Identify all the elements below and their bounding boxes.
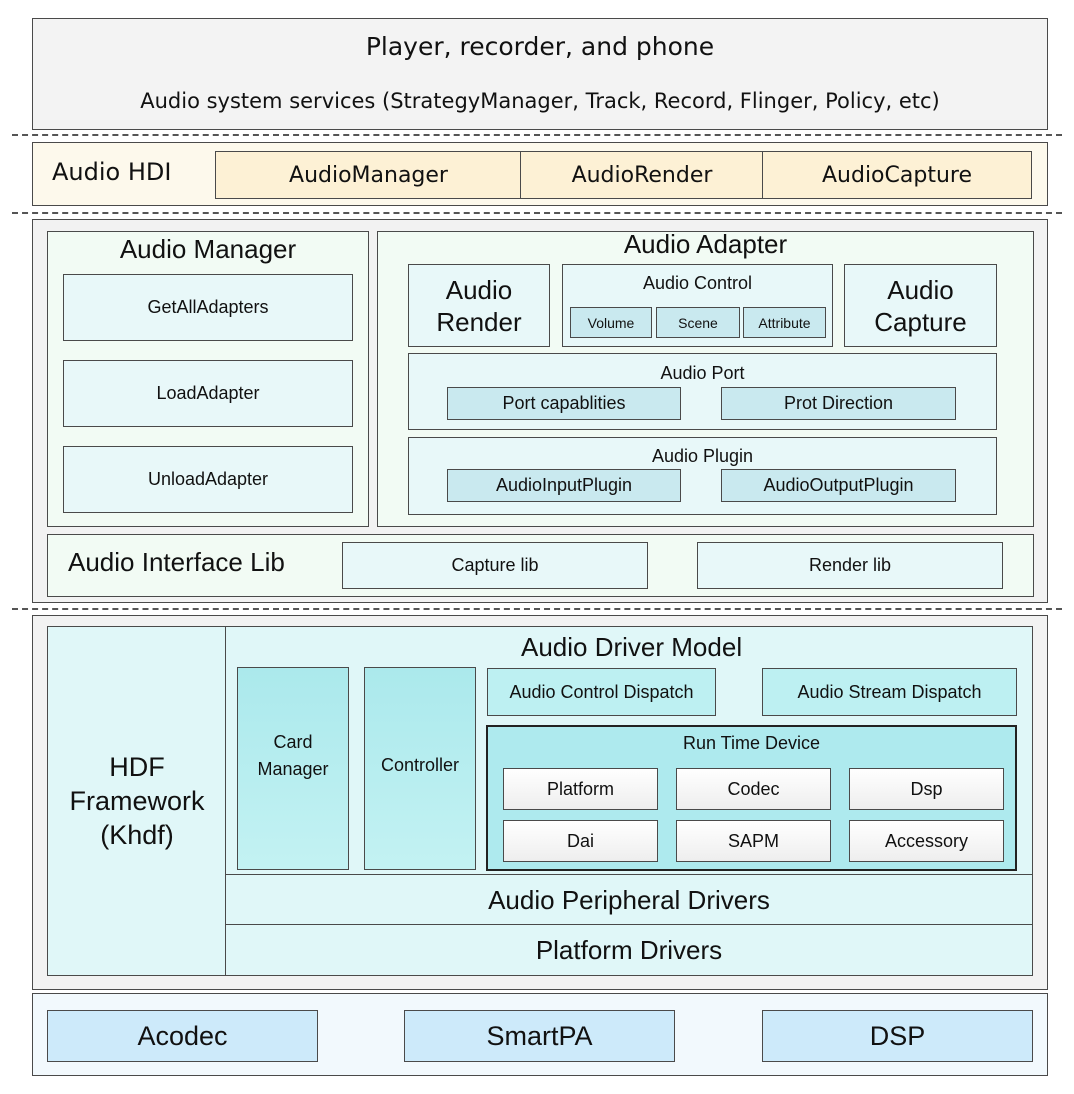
layer-divider	[12, 608, 1062, 610]
rtd-dsp-label: Dsp	[910, 778, 943, 799]
hdi-audiomanager: AudioManager	[215, 151, 522, 199]
rtd-dai-label: Dai	[566, 830, 594, 851]
audio-stream-dispatch: Audio Stream Dispatch	[762, 668, 1017, 716]
card-manager-box: Card Manager	[237, 667, 349, 870]
hdi-audiocapture: AudioCapture	[762, 151, 1032, 199]
hdi-audiorender-label: AudioRender	[571, 162, 713, 188]
port-capabilities: Port capablities	[447, 387, 681, 420]
audio-system-services: Audio system services (StrategyManager, …	[32, 72, 1048, 130]
audio-render-label: Audio Render	[436, 274, 522, 337]
render-lib-box: Render lib	[697, 542, 1003, 589]
hdi-audiorender: AudioRender	[520, 151, 764, 199]
control-volume: Volume	[570, 307, 652, 338]
port-direction: Prot Direction	[721, 387, 956, 420]
card-manager-label: Card Manager	[257, 732, 329, 779]
hw-dsp: DSP	[762, 1010, 1033, 1062]
control-attribute-label: Attribute	[758, 314, 811, 331]
hw-acodec: Acodec	[47, 1010, 318, 1062]
hdi-audiomanager-label: AudioManager	[289, 162, 448, 188]
audio-driver-model-title: Audio Driver Model	[521, 632, 743, 662]
controller-label: Controller	[380, 754, 460, 775]
unloadadapter-box: UnloadAdapter	[63, 446, 353, 513]
audio-capture-label: Audio Capture	[874, 274, 967, 337]
audio-peripheral-drivers-label: Audio Peripheral Drivers	[488, 884, 770, 915]
getalladapters-label: GetAllAdapters	[147, 297, 269, 317]
audio-peripheral-drivers: Audio Peripheral Drivers	[225, 874, 1033, 926]
control-attribute: Attribute	[743, 307, 826, 338]
services-label: Audio system services (StrategyManager, …	[140, 88, 940, 113]
hdf-framework: HDF Framework (Khdf)	[47, 626, 227, 976]
rtd-sapm: SAPM	[676, 820, 831, 862]
port-direction-label: Prot Direction	[783, 393, 894, 413]
hdi-audiocapture-label: AudioCapture	[821, 162, 972, 188]
platform-drivers-label: Platform Drivers	[535, 934, 723, 965]
app-layer: Player, recorder, and phone	[32, 18, 1048, 74]
render-lib-label: Render lib	[808, 555, 892, 575]
audio-port-title: Audio Port	[660, 363, 745, 383]
hw-smartpa: SmartPA	[404, 1010, 675, 1062]
controller-box: Controller	[364, 667, 476, 870]
rtd-codec: Codec	[676, 768, 831, 810]
audio-output-plugin: AudioOutputPlugin	[721, 469, 956, 502]
hdf-framework-label: HDF Framework (Khdf)	[69, 752, 205, 850]
audio-manager-title: Audio Manager	[119, 234, 297, 264]
loadadapter-box: LoadAdapter	[63, 360, 353, 427]
audio-control-title: Audio Control	[642, 273, 753, 293]
rtd-sapm-label: SAPM	[727, 830, 779, 851]
hw-dsp-label: DSP	[869, 1020, 926, 1051]
rtd-accessory-label: Accessory	[884, 830, 969, 851]
audio-capture-box: Audio Capture	[844, 264, 997, 347]
hw-smartpa-label: SmartPA	[486, 1020, 593, 1051]
audio-control-dispatch-label: Audio Control Dispatch	[509, 681, 694, 702]
capture-lib-label: Capture lib	[451, 555, 539, 575]
rtd-platform: Platform	[503, 768, 658, 810]
audio-input-plugin: AudioInputPlugin	[447, 469, 681, 502]
rtd-codec-label: Codec	[727, 778, 780, 799]
rtd-accessory: Accessory	[849, 820, 1004, 862]
audio-stream-dispatch-label: Audio Stream Dispatch	[797, 681, 982, 702]
audio-output-plugin-label: AudioOutputPlugin	[763, 475, 914, 495]
audio-control-dispatch: Audio Control Dispatch	[487, 668, 716, 716]
audio-hdi-label: Audio HDI	[52, 158, 172, 186]
rtd-platform-label: Platform	[546, 778, 615, 799]
audio-adapter-title: Audio Adapter	[623, 229, 788, 259]
app-layer-label: Player, recorder, and phone	[365, 31, 715, 61]
layer-divider	[12, 212, 1062, 214]
platform-drivers: Platform Drivers	[225, 924, 1033, 976]
getalladapters-box: GetAllAdapters	[63, 274, 353, 341]
unloadadapter-label: UnloadAdapter	[147, 469, 269, 489]
audio-render-box: Audio Render	[408, 264, 550, 347]
control-scene: Scene	[656, 307, 740, 338]
port-capabilities-label: Port capablities	[502, 393, 626, 413]
run-time-device-title: Run Time Device	[682, 733, 821, 753]
hw-acodec-label: Acodec	[137, 1020, 228, 1051]
layer-divider	[12, 134, 1062, 136]
rtd-dai: Dai	[503, 820, 658, 862]
rtd-dsp: Dsp	[849, 768, 1004, 810]
audio-interface-lib-title: Audio Interface Lib	[68, 547, 285, 577]
control-scene-label: Scene	[678, 314, 718, 331]
control-volume-label: Volume	[587, 314, 635, 331]
audio-input-plugin-label: AudioInputPlugin	[495, 475, 633, 495]
capture-lib-box: Capture lib	[342, 542, 648, 589]
loadadapter-label: LoadAdapter	[156, 383, 260, 403]
audio-plugin-title: Audio Plugin	[651, 446, 754, 466]
